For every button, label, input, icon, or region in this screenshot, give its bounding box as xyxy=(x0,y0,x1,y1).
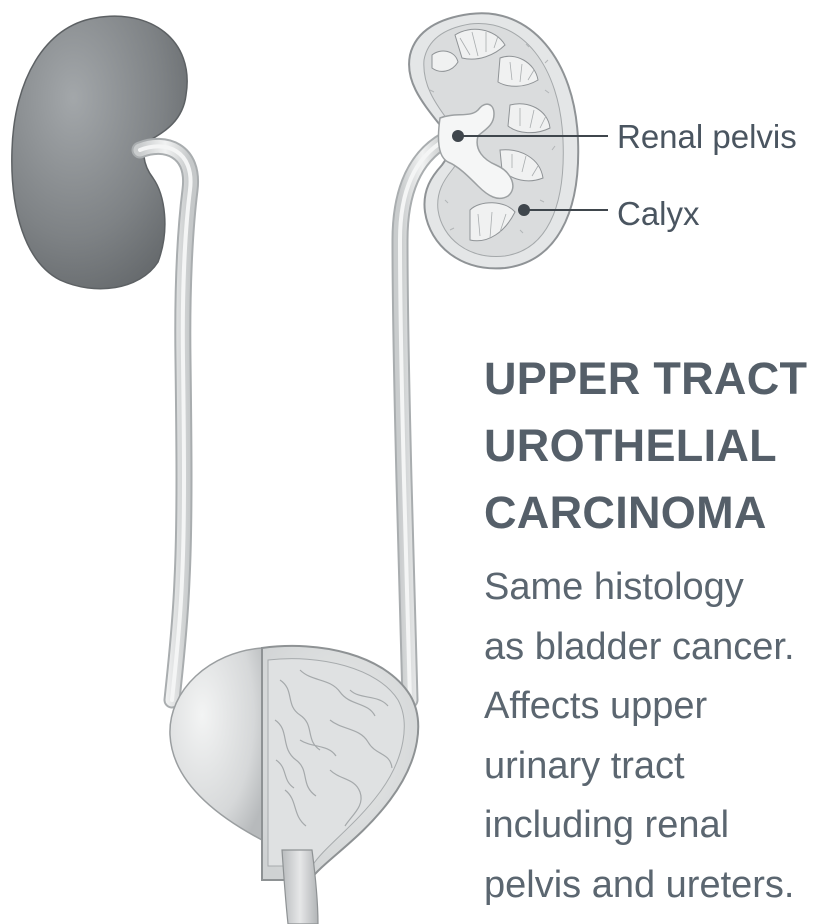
description-line: including renal xyxy=(484,796,795,856)
description-line: Affects upper xyxy=(484,677,795,737)
bladder-exterior xyxy=(170,648,262,840)
diagram-title: UPPER TRACT UROTHELIAL CARCINOMA xyxy=(484,345,807,546)
description-text: Same histology as bladder cancer. Affect… xyxy=(484,558,795,915)
description-line: as bladder cancer. xyxy=(484,618,795,678)
renal-pelvis-label: Renal pelvis xyxy=(617,120,797,153)
description-line: urinary tract xyxy=(484,737,795,797)
title-line: UPPER TRACT xyxy=(484,345,807,412)
calyx-label: Calyx xyxy=(617,197,700,230)
urethra xyxy=(282,850,318,924)
description-line: Same histology xyxy=(484,558,795,618)
description-line: pelvis and ureters. xyxy=(484,856,795,916)
title-line: CARCINOMA xyxy=(484,479,807,546)
title-line: UROTHELIAL xyxy=(484,412,807,479)
